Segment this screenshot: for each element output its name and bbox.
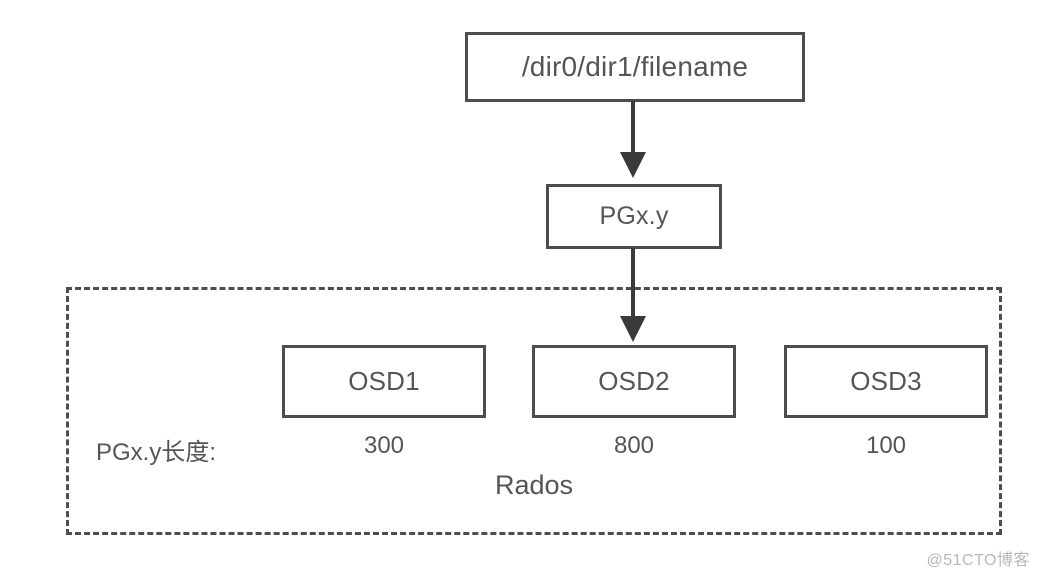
rados-container (66, 287, 1002, 535)
arrowhead-pg-to-osd2-icon (620, 316, 646, 342)
length-value-osd1: 300 (363, 432, 405, 459)
rados-caption: Rados (494, 470, 574, 500)
watermark: @51CTO博客 (926, 552, 1030, 569)
node-placement-group-label: PGx.y (599, 202, 669, 230)
node-osd2-label: OSD2 (598, 366, 670, 396)
node-osd3[interactable]: OSD3 (784, 345, 988, 418)
node-file-path-label: /dir0/dir1/filename (521, 51, 749, 82)
node-osd1-label: OSD1 (348, 366, 420, 396)
length-value-osd2: 800 (613, 432, 655, 459)
node-osd1[interactable]: OSD1 (282, 345, 486, 418)
length-value-osd3: 100 (865, 432, 907, 459)
connector-file-to-pg (631, 101, 635, 153)
node-osd3-label: OSD3 (850, 366, 922, 396)
arrowhead-file-to-pg-icon (620, 152, 646, 178)
node-osd2[interactable]: OSD2 (532, 345, 736, 418)
length-row-label: PGx.y长度: (96, 439, 217, 466)
node-placement-group[interactable]: PGx.y (546, 184, 722, 249)
node-file-path[interactable]: /dir0/dir1/filename (465, 32, 805, 102)
connector-pg-to-osd2 (631, 248, 635, 316)
